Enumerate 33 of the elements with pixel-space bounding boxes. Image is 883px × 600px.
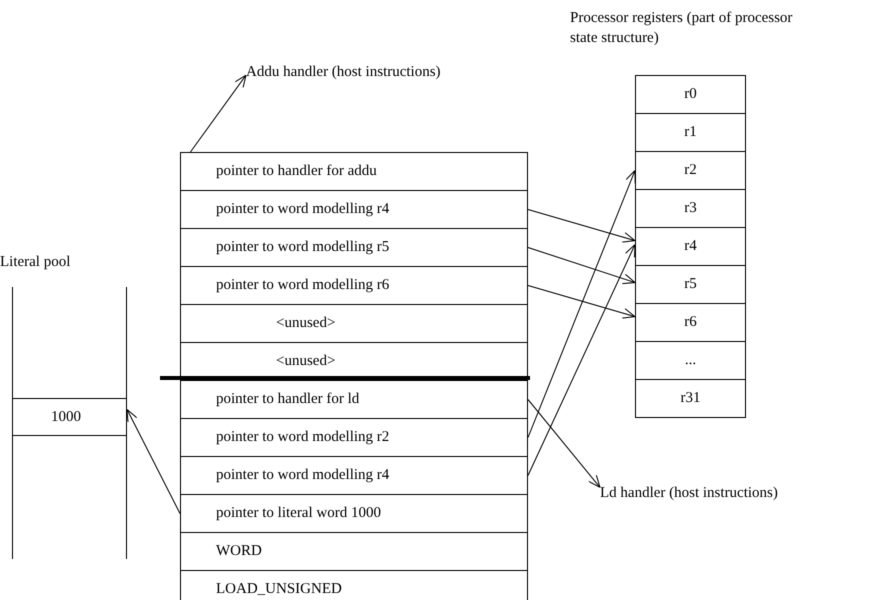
arrow (126, 408, 180, 514)
register-cell: r4 (635, 227, 746, 266)
arrow (528, 399, 600, 488)
register-cell: r6 (635, 303, 746, 342)
heading-text: Processor registers (part of processor state structure) (570, 9, 794, 48)
callout-text: Ld handler (host instructions) (600, 483, 883, 505)
register-cell: r0 (635, 75, 746, 114)
register-cell: r31 (635, 379, 746, 418)
memory-word-cell: LOAD_UNSIGNED (180, 570, 528, 600)
memory-word-cell: WORD (180, 532, 528, 571)
arrow (528, 170, 636, 438)
memory-word-cell: pointer to literal word 1000 (180, 494, 528, 533)
memory-word-cell: pointer to handler for ld (180, 380, 528, 419)
memory-word-cell: pointer to word modelling r6 (180, 266, 528, 305)
arrow (528, 247, 636, 284)
memory-word-cell: pointer to word modelling r5 (180, 228, 528, 267)
arrow (528, 285, 636, 319)
callout-text: Addu handler (host instructions) (246, 62, 536, 84)
arrow (528, 244, 636, 476)
heading-text: Literal pool (0, 253, 72, 272)
memory-word-cell: pointer to word modelling r4 (180, 190, 528, 229)
register-cell: r1 (635, 113, 746, 152)
register-cell: r3 (635, 189, 746, 228)
arrow (190, 74, 246, 152)
register-cell: r2 (635, 151, 746, 190)
memory-word-cell: <unused> (180, 304, 528, 343)
register-cell: ... (635, 341, 746, 380)
literal-cell: 1000 (12, 398, 127, 436)
memory-word-cell: pointer to handler for addu (180, 152, 528, 191)
register-cell: r5 (635, 265, 746, 304)
memory-word-cell: pointer to word modelling r2 (180, 418, 528, 457)
memory-word-cell: pointer to word modelling r4 (180, 456, 528, 495)
arrow (528, 209, 636, 243)
